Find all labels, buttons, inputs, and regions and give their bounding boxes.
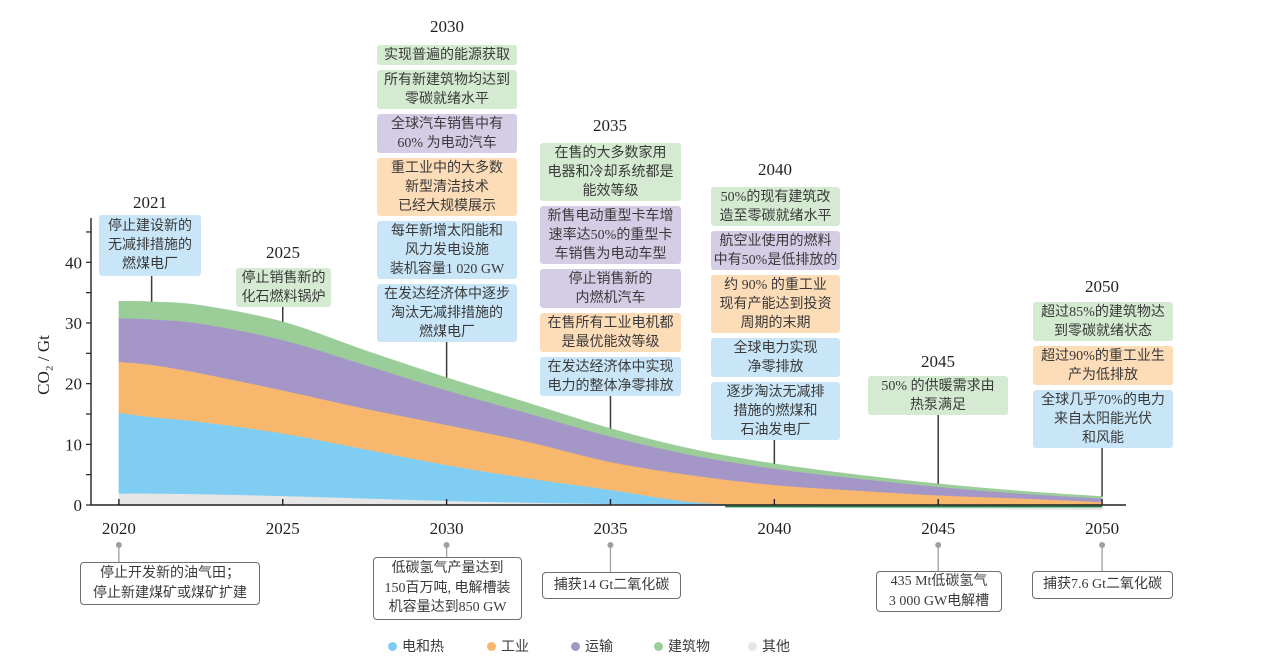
bottom-milestone-box: 低碳氢气产量达到 150百万吨, 电解槽装 机容量达到850 GW xyxy=(373,557,522,620)
legend-label: 电和热 xyxy=(402,640,444,655)
milestone-box: 超过90%的重工业生 产为低排放 xyxy=(1033,346,1173,385)
milestone-box: 停止销售新的 化石燃料锅炉 xyxy=(236,268,331,307)
legend-swatch xyxy=(388,641,397,651)
milestone-box: 逐步淘汰无减排 措施的燃煤和 石油发电厂 xyxy=(711,382,840,440)
milestone-box: 在售的大多数家用 电器和冷却系统都是 能效等级 xyxy=(540,143,681,201)
milestone-box: 全球几乎70%的电力 来自太阳能光伏 和风能 xyxy=(1033,390,1173,448)
milestone-box: 50% 的供暖需求由 热泵满足 xyxy=(868,376,1008,415)
x-tick-label: 2045 xyxy=(921,519,955,538)
legend-item: 电和热 xyxy=(388,636,444,656)
x-tick-label: 2020 xyxy=(102,519,136,538)
milestone-box: 在发达经济体中逐步 淘汰无减排措施的 燃煤电厂 xyxy=(377,284,517,342)
bottom-milestone-dot xyxy=(935,542,942,548)
milestone-year-label: 2025 xyxy=(266,243,300,262)
bottom-milestone-dot xyxy=(443,542,450,548)
milestone-stack: 在售的大多数家用 电器和冷却系统都是 能效等级 新售电动重型卡车增 速率达50%… xyxy=(540,143,681,396)
milestone-box: 停止建设新的 无减排措施的 燃煤电厂 xyxy=(99,215,201,276)
milestone-year-label: 2045 xyxy=(921,352,955,371)
milestone-box: 实现普遍的能源获取 xyxy=(377,45,517,65)
legend-swatch xyxy=(571,641,580,651)
milestone-year-label: 2035 xyxy=(593,116,627,135)
y-tick-label: 30 xyxy=(65,314,82,333)
legend-label: 运输 xyxy=(585,640,613,655)
x-tick-label: 2040 xyxy=(757,519,791,538)
milestone-year-label: 2050 xyxy=(1085,277,1119,296)
legend-item: 建筑物 xyxy=(654,636,710,656)
y-tick-label: 40 xyxy=(65,253,82,272)
milestone-box: 所有新建筑物均达到 零碳就绪水平 xyxy=(377,70,517,109)
milestone-box: 在发达经济体中实现 电力的整体净零排放 xyxy=(540,357,681,396)
milestone-year-label: 2021 xyxy=(133,193,167,212)
bottom-milestone-connectors xyxy=(115,542,1106,572)
milestone-box: 停止销售新的 内燃机汽车 xyxy=(540,269,681,308)
milestone-box: 航空业使用的燃料 中有50%是低排放的 xyxy=(711,231,840,270)
milestone-box: 全球汽车销售中有 60% 为电动汽车 xyxy=(377,114,517,153)
bottom-milestone-dot xyxy=(115,542,122,548)
legend-item: 工业 xyxy=(487,636,529,656)
milestone-box: 50%的现有建筑改 造至零碳就绪水平 xyxy=(711,187,840,226)
milestone-box: 每年新增太阳能和 风力发电设施 装机容量1 020 GW xyxy=(377,221,517,279)
legend-swatch xyxy=(654,641,663,651)
x-tick-label: 2050 xyxy=(1085,519,1119,538)
milestone-box: 全球电力实现 净零排放 xyxy=(711,338,840,377)
milestone-box: 超过85%的建筑物达 到零碳就绪状态 xyxy=(1033,302,1173,341)
x-tick-label: 2025 xyxy=(266,519,300,538)
milestone-stack: 停止销售新的 化石燃料锅炉 xyxy=(236,268,331,307)
bottom-milestone-box: 停止开发新的油气田； 停止新建煤矿或煤矿扩建 xyxy=(80,562,260,605)
milestone-box: 新售电动重型卡车增 速率达50%的重型卡 车销售为电动车型 xyxy=(540,206,681,264)
milestone-box: 约 90% 的重工业 现有产能达到投资 周期的末期 xyxy=(711,275,840,333)
x-tick-label: 2030 xyxy=(430,519,464,538)
y-axis-title: CO₂ / Gt xyxy=(34,335,53,395)
axes xyxy=(86,218,1126,506)
bottom-milestone-dot xyxy=(607,542,614,548)
legend-swatch xyxy=(748,641,757,651)
milestone-box: 在售所有工业电机都 是最优能效等级 xyxy=(540,313,681,352)
bottom-milestone-box: 捕获7.6 Gt二氧化碳 xyxy=(1032,571,1173,599)
milestone-stack: 50% 的供暖需求由 热泵满足 xyxy=(868,376,1008,415)
milestone-stack: 超过85%的建筑物达 到零碳就绪状态 超过90%的重工业生 产为低排放 全球几乎… xyxy=(1033,302,1173,448)
legend-item: 其他 xyxy=(748,636,790,656)
milestone-stack: 实现普遍的能源获取 所有新建筑物均达到 零碳就绪水平 全球汽车销售中有 60% … xyxy=(377,45,517,342)
area-buildings xyxy=(118,300,1103,499)
milestone-year-label: 2040 xyxy=(758,160,792,179)
bottom-milestone-dot xyxy=(1099,542,1106,548)
x-tick-label: 2035 xyxy=(593,519,627,538)
milestone-callout-lines xyxy=(150,276,1103,497)
bottom-milestone-box: 435 Mt低碳氢气 3 000 GW电解槽 xyxy=(876,571,1002,612)
y-tick-label: 10 xyxy=(65,435,82,454)
milestone-stack: 停止建设新的 无减排措施的 燃煤电厂 xyxy=(99,215,201,276)
legend-item: 运输 xyxy=(571,636,613,656)
bottom-milestone-box: 捕获14 Gt二氧化碳 xyxy=(542,572,681,599)
y-tick-label: 0 xyxy=(74,496,83,515)
legend-label: 建筑物 xyxy=(668,640,710,655)
y-tick-label: 20 xyxy=(65,375,82,394)
milestone-year-label: 2030 xyxy=(430,17,464,36)
legend-label: 其他 xyxy=(762,640,790,655)
milestone-box: 重工业中的大多数 新型清洁技术 已经大规模展示 xyxy=(377,158,517,216)
legend-swatch xyxy=(487,641,496,651)
legend-label: 工业 xyxy=(501,640,529,655)
milestone-stack: 50%的现有建筑改 造至零碳就绪水平 航空业使用的燃料 中有50%是低排放的 约… xyxy=(711,187,840,440)
